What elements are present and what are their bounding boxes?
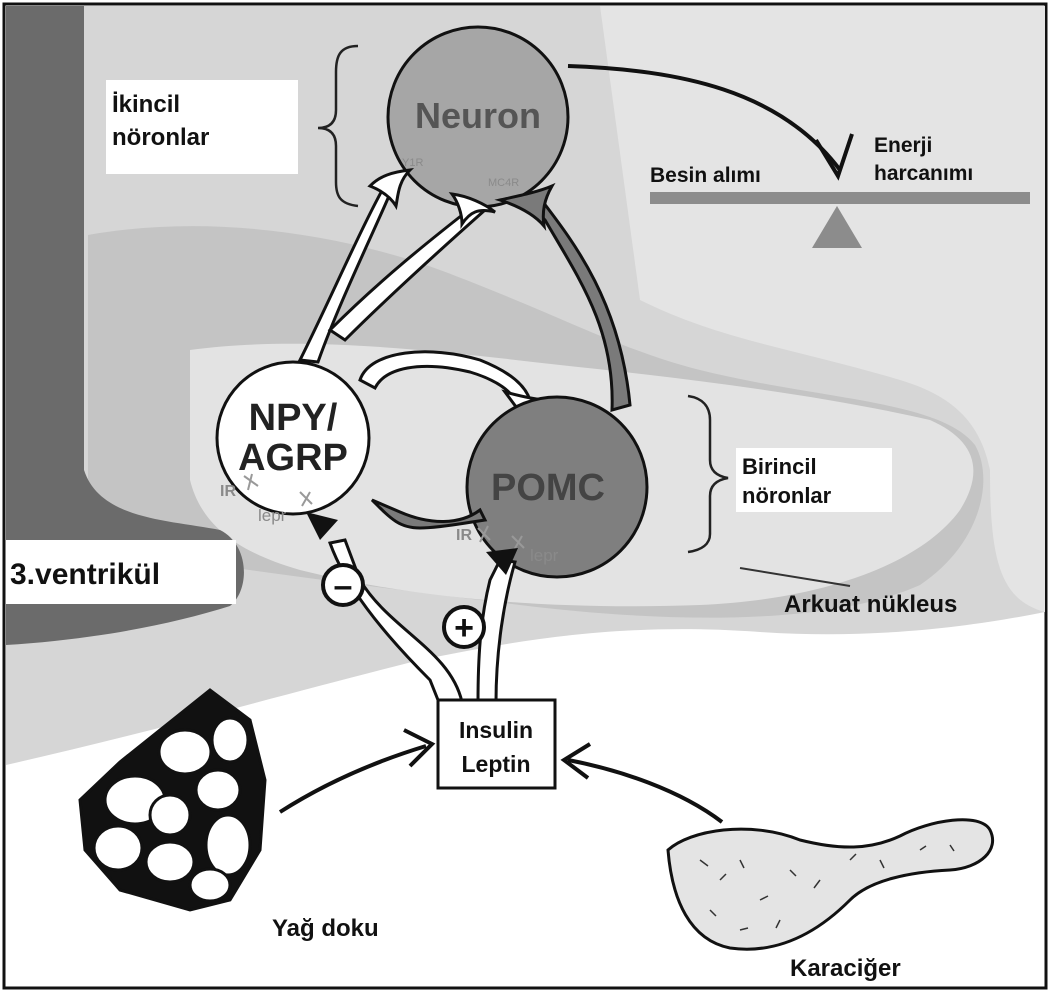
lepr-left-label: lepr xyxy=(258,506,287,525)
ir-left-label: IR xyxy=(220,483,236,500)
primary-label-line1: Birincil xyxy=(742,454,817,479)
svg-text:MC4R: MC4R xyxy=(488,177,519,189)
balance-beam xyxy=(650,192,1030,204)
pomc-label: POMC xyxy=(491,467,605,509)
secondary-label-line2: nöronlar xyxy=(112,124,209,151)
energy-label-line1: Enerji xyxy=(874,134,932,157)
ir-right-label: IR xyxy=(456,527,472,544)
minus-sign: – xyxy=(334,567,353,605)
svg-text:Y1R: Y1R xyxy=(402,157,423,169)
ventricle-label: 3.ventrikül xyxy=(10,558,160,591)
primary-label-line2: nöronlar xyxy=(742,483,832,508)
arcuate-label: Arkuat nükleus xyxy=(784,591,957,618)
hormone-label-line1: Insulin xyxy=(459,717,533,743)
npy-label-line1: NPY/ xyxy=(249,397,338,439)
npy-label-line2: AGRP xyxy=(238,437,348,479)
energy-label-line2: harcanımı xyxy=(874,162,973,185)
lepr-right-label: lepr xyxy=(530,546,559,565)
liver-label: Karaciğer xyxy=(790,955,901,982)
fat-label: Yağ doku xyxy=(272,915,379,942)
food-intake-label: Besin alımı xyxy=(650,164,761,187)
secondary-label-line1: İkincil xyxy=(112,91,180,118)
hormone-label-line2: Leptin xyxy=(462,751,531,777)
neuron-label: Neuron xyxy=(415,95,541,136)
plus-sign: + xyxy=(454,609,474,647)
